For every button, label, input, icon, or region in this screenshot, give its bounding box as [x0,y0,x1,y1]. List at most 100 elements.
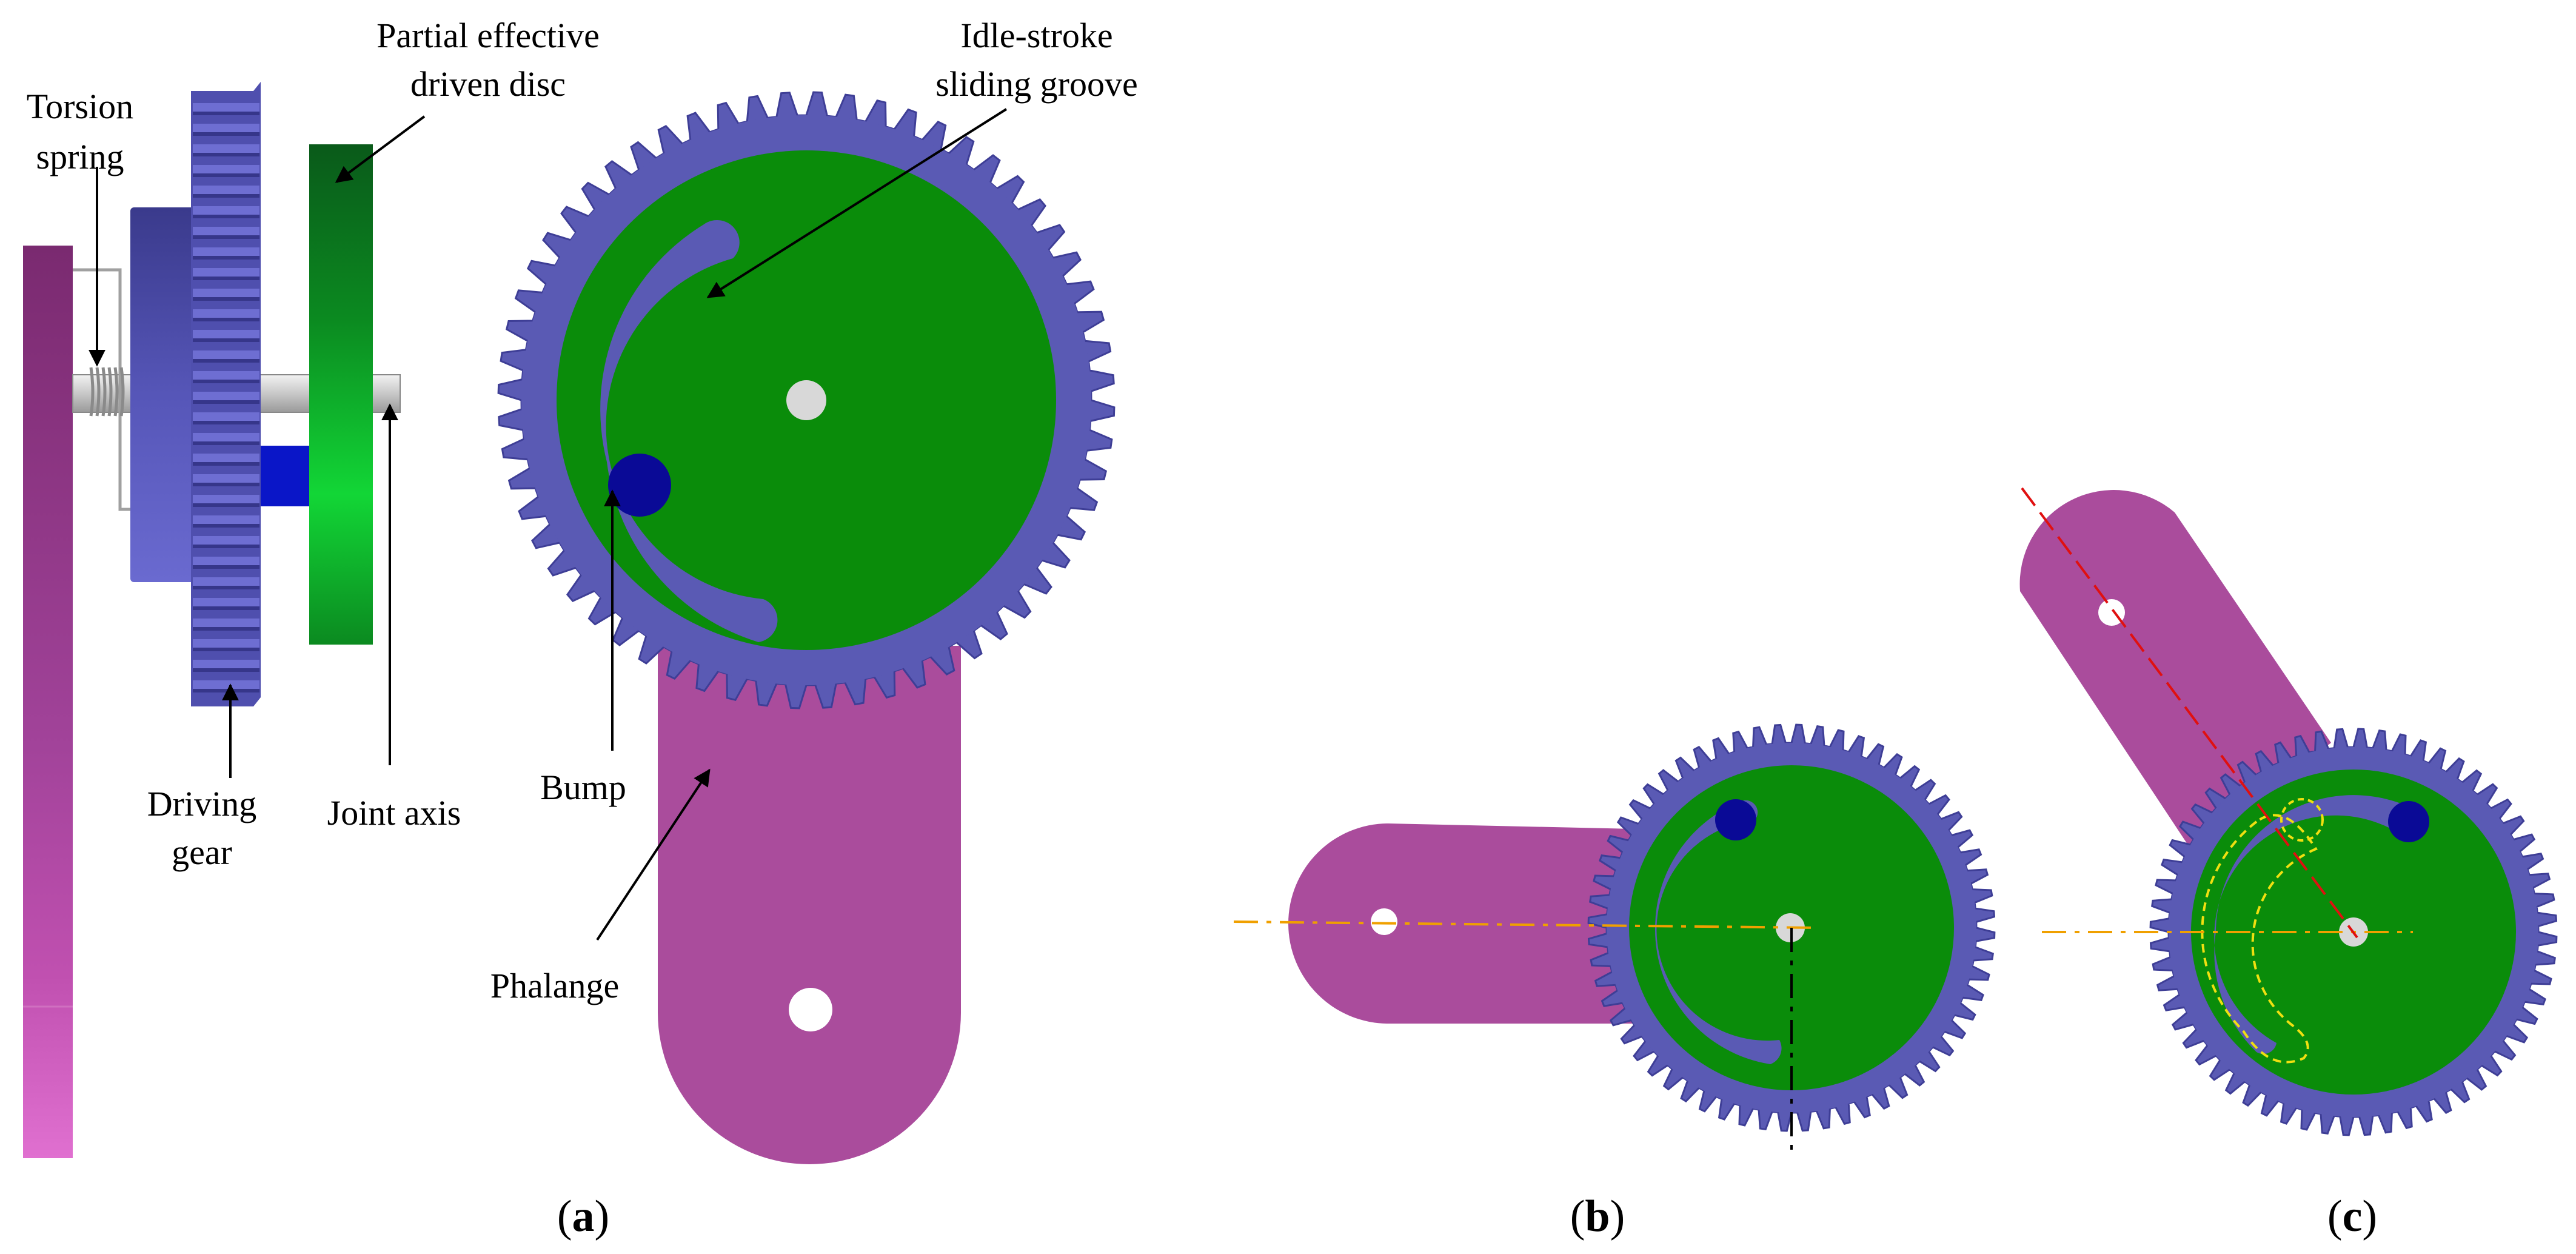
phalange-side-bar [23,246,73,1158]
driving-gear-side [191,82,261,706]
leader-driven-disc [335,115,426,183]
gear-side-tooth-shadow [193,524,259,528]
gear-side-tooth-shadow [193,173,259,177]
gear-side-tooth [193,103,259,112]
gear-side-tooth-shadow [193,318,259,321]
gear-side-tooth-shadow [193,235,259,239]
gear-side-tooth-shadow [193,627,259,631]
groove-outline-c [2201,814,2318,1064]
phalange-c [2019,490,2331,846]
gear-side-teeth [193,103,259,692]
gear-side-tooth-shadow [193,689,259,692]
label-phalange: Phalange [490,966,620,1005]
front-view-a [497,91,1116,1164]
axis-line-b [1233,920,1819,929]
phalange-a-hole [789,988,832,1031]
label-bump: Bump [540,768,626,807]
bump-c [2388,801,2429,842]
gear-side-tooth-shadow [193,194,259,198]
driven-disc-side [309,144,373,645]
gear-side-tooth [193,680,259,689]
gear-side-tooth [193,206,259,215]
leader-lines [89,108,1008,941]
side-view [23,82,401,1158]
bump-b [1715,799,1756,840]
gear-side-tooth [193,186,259,194]
gear-side-tooth-shadow [193,338,259,342]
gear-side-tooth [193,371,259,380]
gear-side-tooth-shadow [193,400,259,404]
gear-side-tooth-shadow [193,297,259,301]
label-torsion-spring-line1: Torsion [27,87,133,126]
gear-side-tooth [193,350,259,359]
gear-side-tooth [193,557,259,565]
label-joint-axis: Joint axis [327,793,461,833]
gear-side-tooth [193,598,259,606]
label-driven-disc-line1: Partial effective [376,16,600,55]
bump-a [608,454,671,517]
idle-stroke-groove-a [600,220,778,642]
gear-side-tooth [193,619,259,627]
leader-phalange [596,768,711,941]
caption-a: (a) [557,1192,609,1241]
gear-side-tooth-shadow [193,565,259,569]
label-driving-gear-line1: Driving [147,784,256,823]
leader-groove [706,108,1008,298]
gear-side-tooth-shadow [193,380,259,383]
gear-side-tooth-shadow [193,668,259,672]
gear-side-tooth [193,454,259,462]
gear-side-tooth [193,268,259,277]
gear-side-tooth-shadow [193,215,259,218]
gear-side-tooth [193,536,259,545]
gear-side-tooth [193,639,259,648]
gear-hub [130,207,197,582]
gear-side-tooth-shadow [193,586,259,589]
gear-side-tooth [193,660,259,668]
label-groove-line2: sliding groove [935,64,1137,104]
label-torsion-spring-line2: spring [36,137,124,176]
gear-side-tooth-shadow [193,359,259,363]
captions: (a) (b) (c) [557,1192,2377,1241]
gear-side-tooth [193,392,259,400]
gear-side-tooth-shadow [193,648,259,651]
gear-side-tooth-shadow [193,545,259,548]
gear-side-tooth [193,165,259,173]
gear-side-tooth [193,577,259,586]
gear-side-tooth [193,412,259,421]
gear-side-tooth [193,247,259,256]
label-groove-line1: Idle-stroke [960,16,1112,55]
labels: Torsion spring Partial effective driven … [27,16,1138,1005]
phalange-a [658,646,961,1164]
front-view-c [2019,487,2558,1136]
gear-side-tooth [193,495,259,503]
gear-side-tooth [193,330,259,338]
torsion-spring-coils [89,367,125,417]
label-driving-gear-line2: gear [172,833,232,872]
gear-side-tooth-shadow [193,606,259,610]
caption-b: (b) [1570,1192,1625,1241]
bump-ghost-c [2280,798,2324,842]
red-axis-line-c [2021,487,2358,939]
gear-side-tooth-shadow [193,441,259,445]
label-driven-disc-line2: driven disc [410,64,566,104]
gear-side-tooth [193,289,259,297]
caption-c: (c) [2327,1192,2377,1241]
gear-side-tooth [193,515,259,524]
gear-side-tooth-shadow [193,483,259,486]
bump-side [261,446,309,506]
gear-side-tooth-shadow [193,277,259,280]
gear-side-tooth [193,309,259,318]
front-view-b [1233,723,1996,1158]
joint-center-a [786,380,826,420]
gear-side-tooth [193,474,259,483]
gear-side-tooth [193,433,259,441]
gear-side-tooth-shadow [193,462,259,466]
gear-side-tooth [193,124,259,132]
gear-side-tooth [193,144,259,153]
gear-side-tooth-shadow [193,112,259,115]
gear-side-tooth [193,227,259,235]
gear-side-tooth-shadow [193,503,259,507]
phalange-b-hole [1371,908,1397,935]
gear-side-tooth-shadow [193,421,259,424]
